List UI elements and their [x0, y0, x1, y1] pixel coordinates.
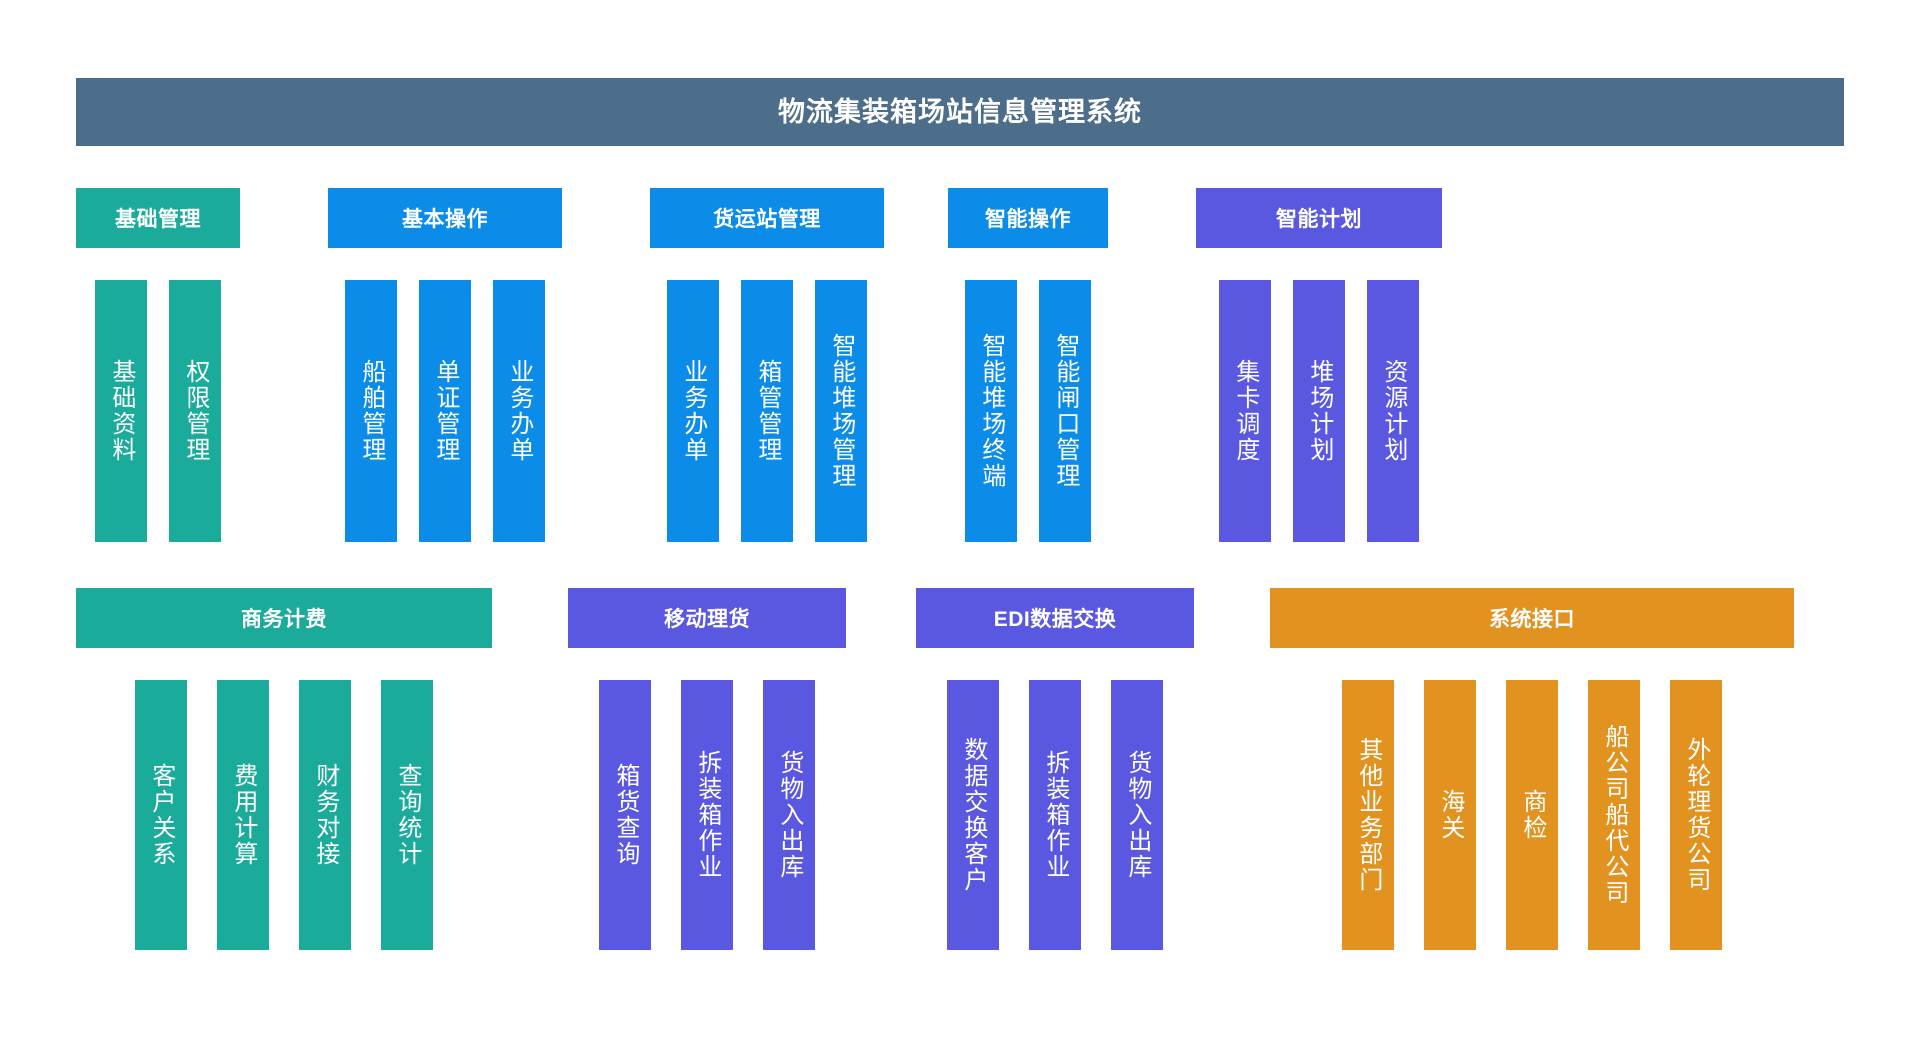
module-group: 智能计划集卡调度堆场计划资源计划 — [1196, 188, 1442, 542]
page-title: 物流集装箱场站信息管理系统 — [778, 96, 1142, 127]
module-group: 智能操作智能堆场终端智能闸口管理 — [948, 188, 1108, 542]
module-item[interactable]: 堆场计划 — [1293, 280, 1345, 542]
module-group-header[interactable]: 系统接口 — [1270, 588, 1794, 648]
module-item[interactable]: 箱管管理 — [741, 280, 793, 542]
module-item[interactable]: 业务办单 — [667, 280, 719, 542]
module-item[interactable]: 单证管理 — [419, 280, 471, 542]
system-title-banner: 物流集装箱场站信息管理系统 — [76, 78, 1844, 146]
module-item[interactable]: 货物入出库 — [763, 680, 815, 950]
module-group-header[interactable]: 智能计划 — [1196, 188, 1442, 248]
module-group-header[interactable]: 商务计费 — [76, 588, 492, 648]
module-item[interactable]: 船舶管理 — [345, 280, 397, 542]
module-group: 系统接口其他业务部门海关商检船公司船代公司外轮理货公司 — [1270, 588, 1794, 950]
module-item-list: 数据交换客户拆装箱作业货物入出库 — [916, 680, 1194, 950]
module-item[interactable]: 客户关系 — [135, 680, 187, 950]
module-item[interactable]: 资源计划 — [1367, 280, 1419, 542]
module-item[interactable]: 费用计算 — [217, 680, 269, 950]
module-group: 移动理货箱货查询拆装箱作业货物入出库 — [568, 588, 846, 950]
module-item-list: 集卡调度堆场计划资源计划 — [1196, 280, 1442, 542]
module-item[interactable]: 货物入出库 — [1111, 680, 1163, 950]
module-group: 货运站管理业务办单箱管管理智能堆场管理 — [650, 188, 884, 542]
module-item[interactable]: 权限管理 — [169, 280, 221, 542]
module-item-list: 其他业务部门海关商检船公司船代公司外轮理货公司 — [1270, 680, 1794, 950]
module-item[interactable]: 海关 — [1424, 680, 1476, 950]
module-item[interactable]: 财务对接 — [299, 680, 351, 950]
module-item[interactable]: 集卡调度 — [1219, 280, 1271, 542]
module-group: 基本操作船舶管理单证管理业务办单 — [328, 188, 562, 542]
module-group-header[interactable]: 基础管理 — [76, 188, 240, 248]
module-item-list: 客户关系费用计算财务对接查询统计 — [76, 680, 492, 950]
module-item[interactable]: 智能闸口管理 — [1039, 280, 1091, 542]
module-item[interactable]: 数据交换客户 — [947, 680, 999, 950]
module-item-list: 箱货查询拆装箱作业货物入出库 — [568, 680, 846, 950]
module-item-list: 船舶管理单证管理业务办单 — [328, 280, 562, 542]
module-item[interactable]: 外轮理货公司 — [1670, 680, 1722, 950]
module-item-list: 智能堆场终端智能闸口管理 — [948, 280, 1108, 542]
module-row-1: 基础管理基础资料权限管理基本操作船舶管理单证管理业务办单货运站管理业务办单箱管管… — [76, 188, 1844, 542]
module-group-header[interactable]: 货运站管理 — [650, 188, 884, 248]
module-item[interactable]: 拆装箱作业 — [681, 680, 733, 950]
module-group-header[interactable]: 智能操作 — [948, 188, 1108, 248]
module-group: 基础管理基础资料权限管理 — [76, 188, 240, 542]
module-group-header[interactable]: EDI数据交换 — [916, 588, 1194, 648]
module-item[interactable]: 基础资料 — [95, 280, 147, 542]
module-item[interactable]: 船公司船代公司 — [1588, 680, 1640, 950]
module-group: 商务计费客户关系费用计算财务对接查询统计 — [76, 588, 492, 950]
module-item[interactable]: 箱货查询 — [599, 680, 651, 950]
module-item[interactable]: 智能堆场终端 — [965, 280, 1017, 542]
module-item[interactable]: 智能堆场管理 — [815, 280, 867, 542]
module-item-list: 业务办单箱管管理智能堆场管理 — [650, 280, 884, 542]
module-item[interactable]: 业务办单 — [493, 280, 545, 542]
module-item-list: 基础资料权限管理 — [76, 280, 240, 542]
module-item[interactable]: 其他业务部门 — [1342, 680, 1394, 950]
module-item[interactable]: 拆装箱作业 — [1029, 680, 1081, 950]
module-item[interactable]: 商检 — [1506, 680, 1558, 950]
module-item[interactable]: 查询统计 — [381, 680, 433, 950]
module-group-header[interactable]: 基本操作 — [328, 188, 562, 248]
module-group-header[interactable]: 移动理货 — [568, 588, 846, 648]
module-group: EDI数据交换数据交换客户拆装箱作业货物入出库 — [916, 588, 1194, 950]
